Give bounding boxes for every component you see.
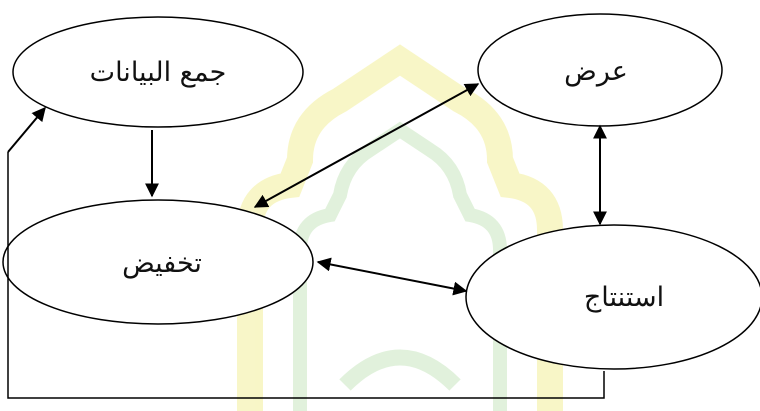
node-data-collection	[12, 16, 304, 128]
feedback-loop-line	[7, 152, 605, 399]
node-reduction	[2, 199, 314, 325]
node-conclusion	[465, 224, 760, 370]
label-reduction: تخفيض	[122, 248, 202, 279]
label-data-collection: جمع البيانات	[90, 57, 227, 88]
label-conclusion: استنتاج	[584, 282, 664, 313]
arrow-reduction-display	[253, 83, 480, 208]
label-display: عرض	[564, 56, 628, 87]
arrow-loop-to-collection	[7, 106, 46, 153]
arrow-reduction-conclusion	[316, 257, 468, 296]
